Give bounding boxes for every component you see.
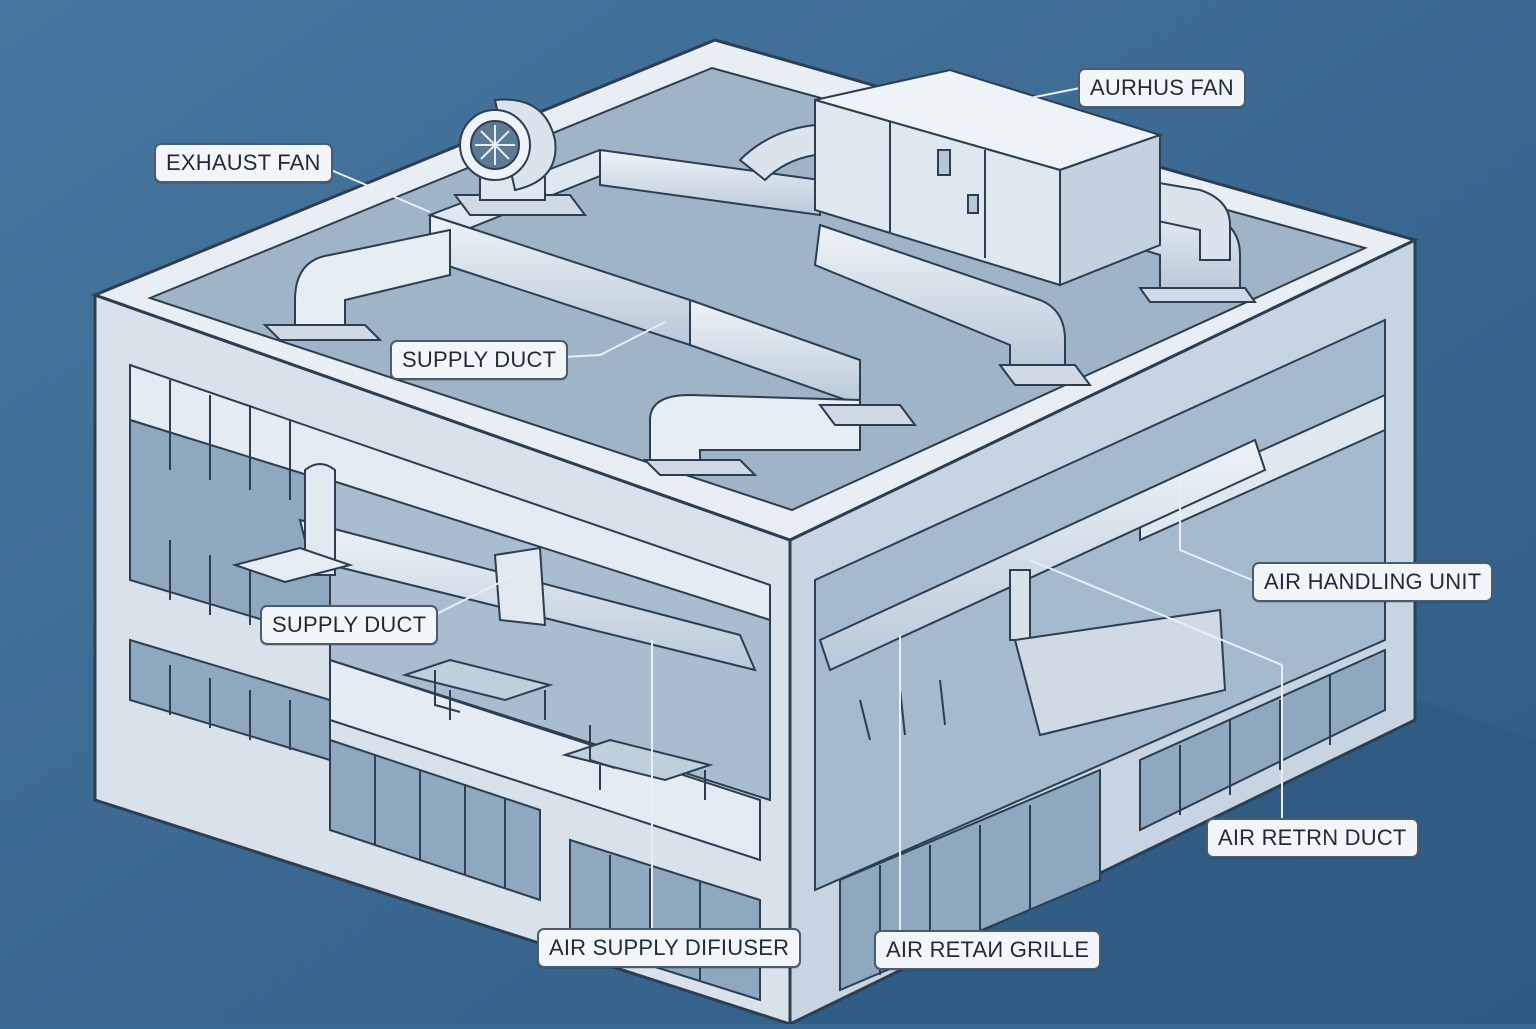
label-air-return-grille: AIR RETAИ GRILLE — [874, 930, 1102, 970]
label-supply-duct-floor: SUPPLY DUCT — [260, 605, 439, 645]
office-furniture — [401, 658, 946, 800]
label-supply-duct-roof: SUPPLY DUCT — [390, 340, 569, 380]
interior-diffuser-plate — [231, 546, 354, 584]
label-air-handling-unit: AIR HANDLING UNIT — [1252, 562, 1494, 602]
label-exhaust-fan: EXHAUST FAN — [154, 143, 333, 183]
interior-box-left — [493, 546, 547, 627]
exhaust-fan-unit — [453, 98, 587, 216]
interior-box-right — [1013, 608, 1227, 737]
roof-ahu — [814, 68, 1164, 287]
interior-drop-right — [1009, 569, 1031, 641]
interior-duct-right — [818, 438, 1267, 672]
label-air-supply-diffuser: AIR SUPPLY DIFIUSER — [537, 928, 802, 968]
label-air-return-duct: AIR RETRN DUCT — [1206, 818, 1419, 858]
interior-riser-left — [304, 463, 336, 576]
label-aurhus-fan: AURHUS FAN — [1078, 68, 1246, 108]
